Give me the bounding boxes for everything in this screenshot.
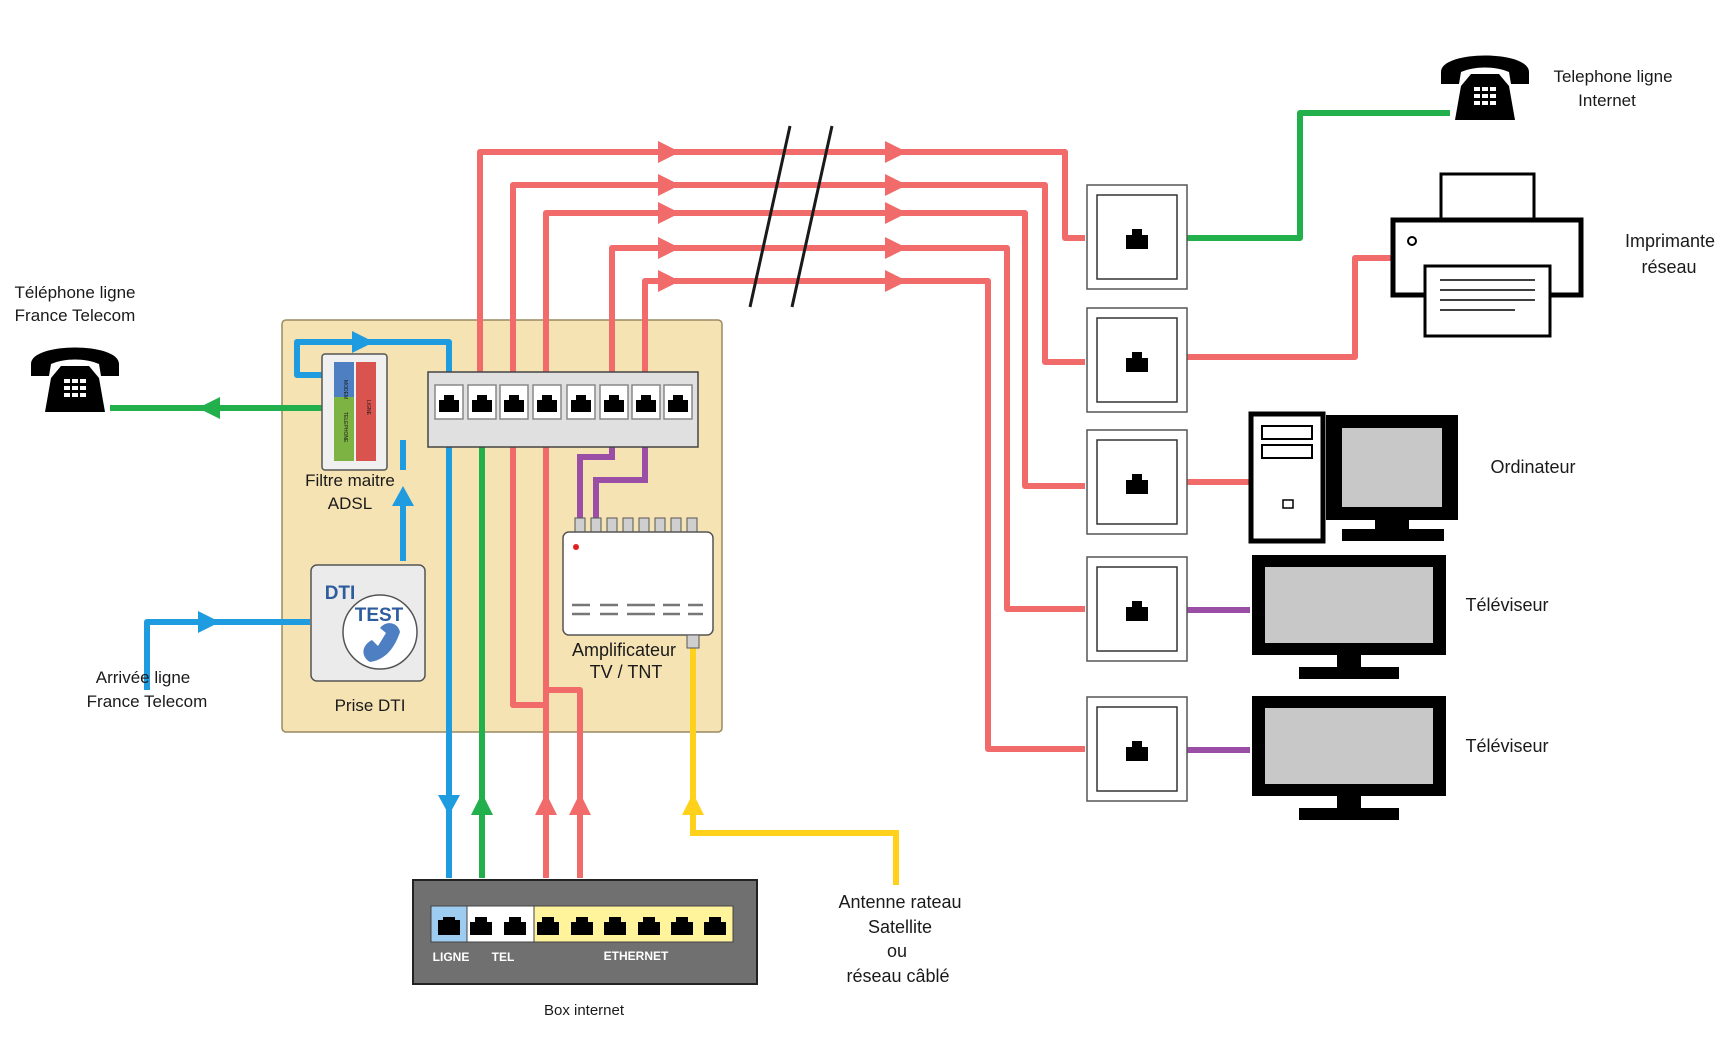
patch-port-6[interactable]	[599, 384, 629, 420]
wall-plate-3[interactable]	[1086, 429, 1188, 535]
antenne-label-3: ou	[887, 941, 907, 961]
ethernet-port-3[interactable]	[604, 917, 626, 935]
patch-port-4[interactable]	[532, 384, 562, 420]
adsl-filter: MODEM TELEPHONE LIGNE	[321, 353, 388, 471]
amp-label-2: TV / TNT	[590, 662, 663, 682]
tel-ft-label-2: France Telecom	[15, 306, 136, 325]
box-internet: LIGNE TEL ETHERNET	[412, 879, 758, 985]
patch-port-2[interactable]	[467, 384, 497, 420]
green-arrows	[198, 397, 493, 815]
imprimante-label-1: Imprimante	[1625, 231, 1715, 251]
arrivee-label-1: Arrivée ligne	[96, 668, 191, 687]
tv-amplifier	[562, 517, 714, 649]
tel-internet-label-2: Internet	[1578, 91, 1636, 110]
filter-ligne-label: LIGNE	[365, 400, 371, 416]
tv-icon-2	[1252, 696, 1446, 820]
filter-modem-label: MODEM	[342, 380, 348, 399]
wall-plate-4[interactable]	[1086, 556, 1188, 662]
port-label-ligne: LIGNE	[433, 950, 470, 964]
patch-port-8[interactable]	[663, 384, 693, 420]
red-ethernet-lines	[477, 149, 1392, 878]
arrivee-label-2: France Telecom	[87, 692, 208, 711]
wall-plate-5[interactable]	[1086, 696, 1188, 802]
imprimante-label-2: réseau	[1641, 257, 1696, 277]
tel-port-1[interactable]	[470, 917, 492, 935]
box-ports	[438, 917, 726, 935]
ethernet-port-4[interactable]	[638, 917, 660, 935]
internet-phone-icon	[1441, 55, 1529, 120]
ethernet-port-1[interactable]	[537, 917, 559, 935]
ligne-port[interactable]	[438, 917, 460, 935]
ethernet-port-6[interactable]	[704, 917, 726, 935]
dti-socket: DTI TEST	[310, 564, 426, 682]
patch-port-5[interactable]	[566, 384, 596, 420]
blue-line	[144, 339, 452, 878]
tel-ft-label-1: Téléphone ligne	[15, 283, 136, 302]
patch-panel	[427, 371, 699, 448]
patch-port-7[interactable]	[631, 384, 661, 420]
yellow-line	[690, 648, 899, 885]
printer-icon	[1390, 172, 1584, 338]
dti-badge: DTI	[325, 583, 356, 604]
break-marks	[748, 125, 834, 308]
wall-plate-1[interactable]	[1086, 184, 1188, 290]
antenne-label-2: Satellite	[868, 917, 932, 937]
tel-internet-label-1: Telephone ligne	[1553, 67, 1672, 86]
port-label-ethernet: ETHERNET	[604, 949, 669, 963]
patch-port-3[interactable]	[499, 384, 529, 420]
amp-label-1: Amplificateur	[572, 640, 676, 660]
box-internet-label: Box internet	[544, 1002, 625, 1019]
handset-icon	[363, 623, 400, 662]
ethernet-port-2[interactable]	[571, 917, 593, 935]
blue-arrows	[198, 331, 460, 815]
antenne-label-4: réseau câblé	[846, 966, 949, 986]
tel-port-2[interactable]	[504, 917, 526, 935]
phone-icon	[31, 347, 119, 412]
tv-label-2: Téléviseur	[1465, 736, 1548, 756]
test-badge: TEST	[355, 605, 404, 626]
ethernet-port-5[interactable]	[671, 917, 693, 935]
tv-label-1: Téléviseur	[1465, 595, 1548, 615]
patch-port-1[interactable]	[434, 384, 464, 420]
computer-icon	[1248, 411, 1458, 544]
yellow-arrow	[682, 793, 704, 815]
red-arrows	[535, 141, 907, 815]
ordinateur-label: Ordinateur	[1490, 457, 1575, 477]
filter-label-2: ADSL	[328, 494, 372, 513]
tv-icon-1	[1252, 555, 1446, 679]
filter-label-1: Filtre maitre	[305, 471, 395, 490]
antenne-label-1: Antenne rateau	[838, 892, 961, 912]
port-label-tel: TEL	[492, 950, 515, 964]
wall-plate-2[interactable]	[1086, 307, 1188, 413]
filter-telephone-label: TELEPHONE	[342, 412, 348, 443]
dti-label: Prise DTI	[335, 696, 406, 715]
